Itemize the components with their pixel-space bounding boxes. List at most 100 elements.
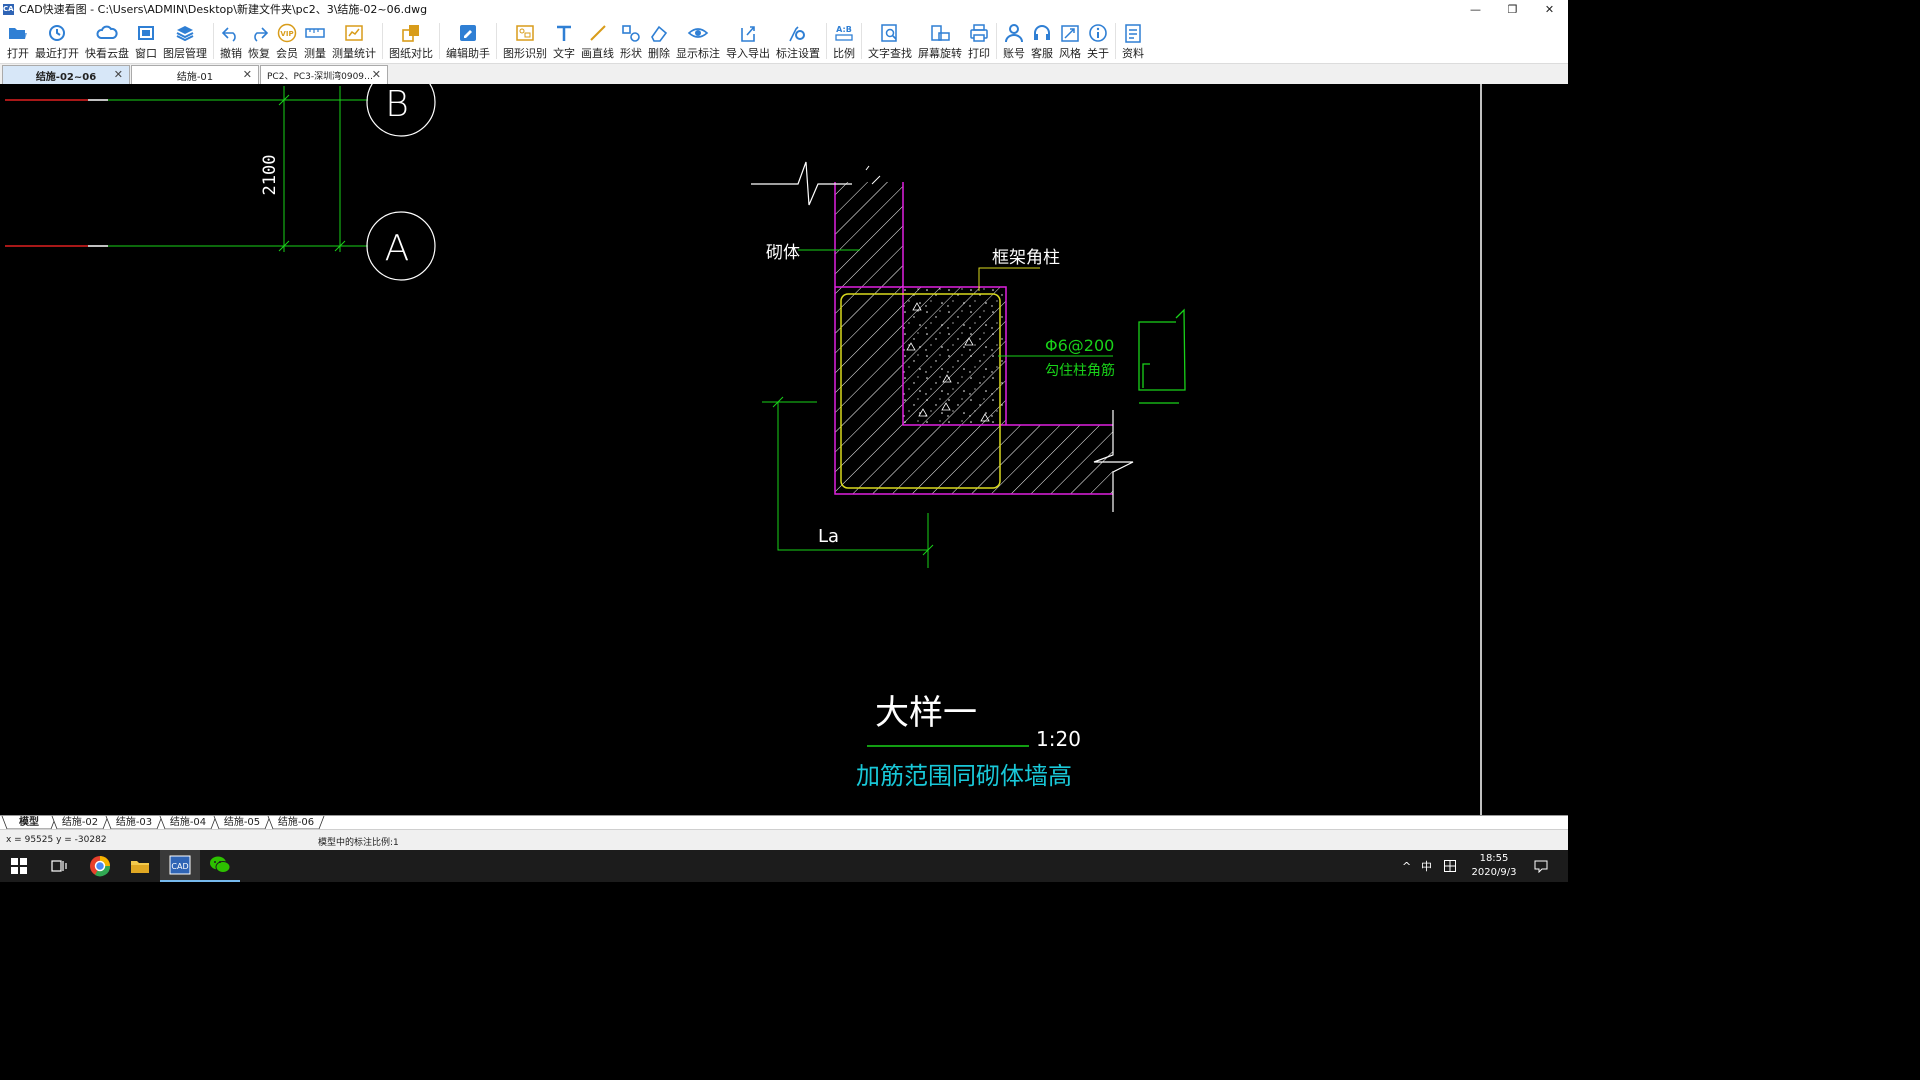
toolbar-button-label: 最近打开: [35, 47, 79, 60]
toolbar-button-label: 文字查找: [868, 47, 912, 60]
tab-structure-02-06[interactable]: 结施-02~06 ✕: [2, 65, 130, 84]
toolbar-button-label: 屏幕旋转: [918, 47, 962, 60]
toolbar-button-window[interactable]: 窗口: [135, 18, 157, 64]
toolbar-button-label: 关于: [1087, 47, 1109, 60]
drawing-canvas[interactable]: 2100 B A: [0, 84, 1568, 815]
close-tab-icon[interactable]: ✕: [242, 68, 252, 81]
toolbar-button-redo[interactable]: 恢复: [248, 18, 270, 64]
toolbar-button-eraser[interactable]: 删除: [648, 18, 670, 64]
minimize-button[interactable]: —: [1470, 2, 1481, 16]
cad-drawing: 2100 B A: [5, 84, 1482, 815]
layout-tab-sheet[interactable]: 结施-02: [61, 817, 99, 828]
toolbar-button-edit-assistant[interactable]: 编辑助手: [446, 18, 490, 64]
close-tab-icon[interactable]: ✕: [371, 68, 381, 81]
taskbar-browser[interactable]: [80, 850, 120, 882]
notification-button[interactable]: [1534, 850, 1550, 882]
tab-label: 结施-02~06: [35, 71, 97, 83]
layout-tab-shapes: [1, 816, 325, 830]
task-view-button[interactable]: [40, 850, 78, 882]
clock-time: 18:55: [1479, 853, 1509, 864]
toolbar-button-label: 画直线: [581, 47, 614, 60]
toolbar-button-printer[interactable]: 打印: [968, 18, 990, 64]
toolbar-button-label: 文字: [553, 47, 575, 60]
redo-icon: [248, 23, 270, 43]
layout-tab-model[interactable]: 模型: [19, 817, 39, 828]
keyboard-grid-icon: [1444, 860, 1456, 872]
toolbar-button-layers[interactable]: 图层管理: [163, 18, 207, 64]
grid-label-a: A: [385, 228, 410, 269]
toolbar-button-shape-recognize[interactable]: 图形识别: [503, 18, 547, 64]
layout-tab-sheet[interactable]: 结施-04: [169, 817, 207, 828]
eraser-icon: [648, 23, 670, 43]
taskbar-cad-viewer[interactable]: CAD: [160, 850, 200, 882]
tray-overflow-button[interactable]: ^: [1402, 850, 1416, 882]
toolbar-button-import-export[interactable]: 导入导出: [726, 18, 770, 64]
toolbar-button-undo[interactable]: 撤销: [220, 18, 242, 64]
label-corner-column: 框架角柱: [992, 248, 1060, 268]
toolbar-button-label: 恢复: [248, 47, 270, 60]
tab-pc2-pc3[interactable]: PC2、PC3-深圳湾0909… ✕: [260, 65, 388, 84]
toolbar-button-line[interactable]: 画直线: [581, 18, 614, 64]
title-bar: CAD CAD快速看图 - C:\Users\ADMIN\Desktop\新建文…: [0, 0, 1568, 18]
toolbar-button-text-search[interactable]: 文字查找: [868, 18, 912, 64]
taskbar-wechat[interactable]: [200, 850, 240, 882]
windows-taskbar: CAD ^ 中 18:55 2020/9/3: [0, 850, 1568, 882]
taskbar-file-explorer[interactable]: [120, 850, 160, 882]
undo-icon: [220, 23, 242, 43]
tab-structure-01[interactable]: 结施-01 ✕: [131, 65, 259, 84]
toolbar-button-label: 形状: [620, 47, 642, 60]
toolbar-button-info[interactable]: 关于: [1087, 18, 1109, 64]
taskbar-clock[interactable]: 18:55 2020/9/3: [1464, 852, 1524, 880]
headset-icon: [1031, 23, 1053, 43]
ime-indicator[interactable]: 中: [1421, 850, 1435, 882]
toolbar-button-rotate-screen[interactable]: 屏幕旋转: [918, 18, 962, 64]
cad-viewer-window: CAD CAD快速看图 - C:\Users\ADMIN\Desktop\新建文…: [0, 0, 1568, 882]
toolbar-button-label: 撤销: [220, 47, 242, 60]
layout-tab-sheet[interactable]: 结施-05: [223, 817, 261, 828]
vip-icon: VIP: [276, 23, 298, 43]
toolbar-button-style[interactable]: 风格: [1059, 18, 1081, 64]
toolbar-separator: [996, 23, 997, 59]
import-export-icon: [737, 23, 759, 43]
label-masonry: 砌体: [766, 243, 800, 263]
masonry-outline: [834, 182, 1113, 495]
toolbar-button-compare[interactable]: 图纸对比: [389, 18, 433, 64]
toolbar-button-text[interactable]: 文字: [553, 18, 575, 64]
layers-icon: [174, 23, 196, 43]
toolbar-button-ruler[interactable]: 测量: [304, 18, 326, 64]
rebar-outline: [840, 293, 1001, 489]
toolbar-button-history[interactable]: 最近打开: [35, 18, 79, 64]
wechat-icon: [210, 856, 231, 873]
toolbar-button-eye[interactable]: 显示标注: [676, 18, 720, 64]
restore-button[interactable]: ❐: [1507, 2, 1518, 16]
layout-tab-sheet[interactable]: 结施-06: [277, 817, 315, 828]
toolbar-button-folder-open[interactable]: 打开: [7, 18, 29, 64]
toolbar-button-label: 快看云盘: [85, 47, 129, 60]
toolbar-button-label: 风格: [1059, 47, 1081, 60]
toolbar-button-label: 测量统计: [332, 47, 376, 60]
close-window-button[interactable]: ✕: [1544, 2, 1555, 16]
toolbar-button-user[interactable]: 账号: [1003, 18, 1025, 64]
toolbar-button-label: 账号: [1003, 47, 1025, 60]
toolbar-button-measure-stats[interactable]: 测量统计: [332, 18, 376, 64]
toolbar-button-headset[interactable]: 客服: [1031, 18, 1053, 64]
style-icon: [1059, 23, 1081, 43]
eye-icon: [687, 23, 709, 43]
toolbar-button-shape[interactable]: 形状: [620, 18, 642, 64]
text-search-icon: [879, 23, 901, 43]
toolbar-button-annotation-settings[interactable]: 标注设置: [776, 18, 820, 64]
close-tab-icon[interactable]: ✕: [113, 68, 123, 81]
toolbar-button-label: 显示标注: [676, 47, 720, 60]
toolbar-button-label: 客服: [1031, 47, 1053, 60]
start-button[interactable]: [0, 850, 38, 882]
notification-icon: [1534, 860, 1548, 873]
layout-tab-sheet[interactable]: 结施-03: [115, 817, 153, 828]
history-icon: [46, 23, 68, 43]
toolbar-button-cloud[interactable]: 快看云盘: [85, 18, 129, 64]
toolbar-button-documents[interactable]: 资料: [1122, 18, 1144, 64]
ime-mode-button[interactable]: [1444, 850, 1460, 882]
task-view-icon: [51, 860, 67, 872]
toolbar-separator: [1115, 23, 1116, 59]
